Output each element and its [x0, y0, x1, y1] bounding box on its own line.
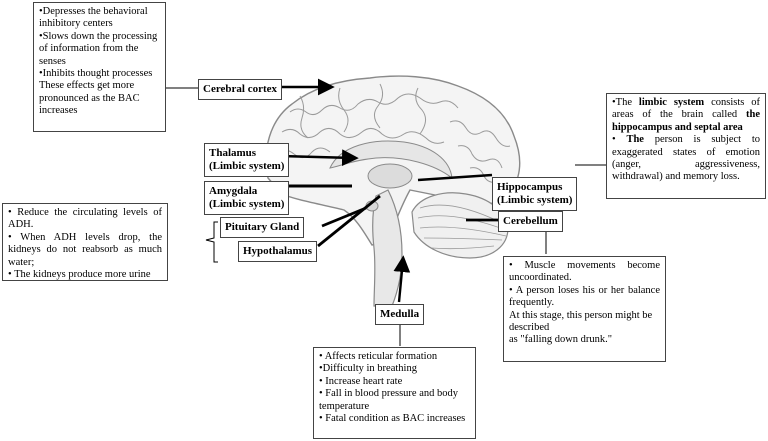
cerebellum-effect-1: • Muscle movements become uncoordinated.	[509, 260, 660, 284]
adh-effects-box: • Reduce the circulating levels of ADH. …	[2, 203, 168, 281]
cortex-effect-1: •Depresses the behavioral inhibitory cen…	[39, 6, 148, 30]
medulla-effect-1: • Affects reticular formation	[319, 351, 438, 362]
label-thalamus: Thalamus (Limbic system)	[204, 143, 290, 177]
medulla-effect-5: • Fatal condition as BAC increases	[319, 413, 466, 425]
limbic-paragraph-2: • The person is subject to exaggerated s…	[612, 134, 761, 183]
label-hypothalamus: Hypothalamus	[238, 241, 318, 262]
cortex-effects-box: •Depresses the behavioral inhibitory cen…	[33, 2, 166, 132]
thalamus-shape	[367, 163, 413, 189]
label-medulla: Medulla	[375, 304, 425, 325]
label-pituitary-gland: Pituitary Gland	[220, 217, 305, 238]
label-cerebral-cortex: Cerebral cortex	[198, 79, 283, 100]
adh-effect-1: • Reduce the circulating levels of ADH.	[8, 207, 162, 231]
label-hippocampus: Hippocampus (Limbic system)	[492, 177, 578, 211]
limbic-paragraph-1: •The limbic system consists of areas of …	[612, 97, 760, 133]
medulla-effects-box: • Affects reticular formation •Difficult…	[313, 347, 476, 439]
limbic-system-box: •The limbic system consists of areas of …	[606, 93, 766, 199]
adh-effect-2: • When ADH levels drop, the kidneys do n…	[8, 231, 162, 268]
medulla-effect-4: • Fall in blood pressure and body temper…	[319, 388, 458, 412]
cerebellum-effect-3: At this stage, this person might be desc…	[509, 309, 653, 334]
cortex-effect-2: •Slows down the processing of informatio…	[39, 30, 158, 67]
cerebellum-effects-box: • Muscle movements become uncoordinated.…	[503, 256, 666, 362]
cortex-effect-4: These effects get more pronounced as the…	[39, 80, 140, 117]
cerebellum-effect-4: as "falling down drunk."	[509, 334, 613, 346]
cortex-effect-3: •Inhibits thought processes	[39, 68, 153, 80]
cerebellum-effect-2: • A person loses his or her balance freq…	[509, 284, 660, 309]
medulla-effect-2: •Difficulty in breathing	[319, 363, 417, 375]
label-cerebellum: Cerebellum	[498, 211, 563, 232]
adh-effect-3: • The kidneys produce more urine	[8, 269, 151, 281]
label-amygdala: Amygdala (Limbic system)	[204, 181, 290, 215]
medulla-effect-3: • Increase heart rate	[319, 375, 403, 387]
